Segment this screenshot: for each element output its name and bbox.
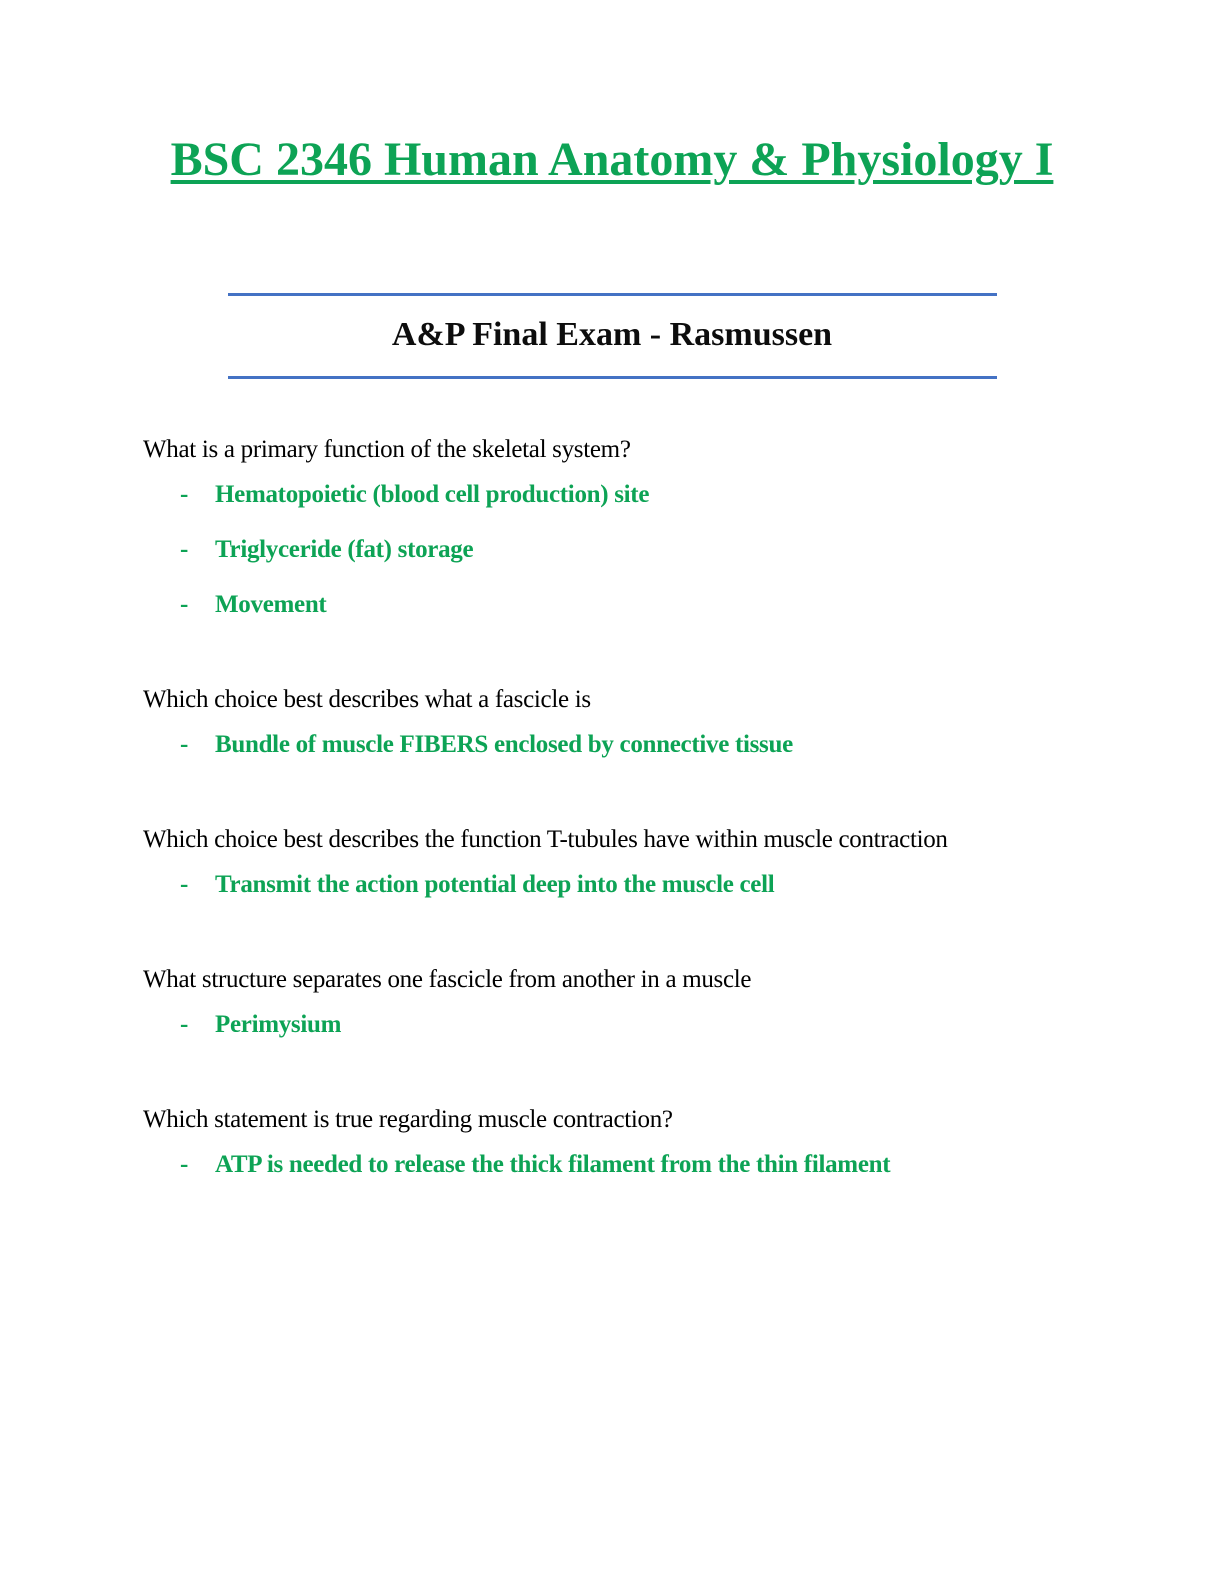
question-text: Which choice best describes the function… [143, 825, 948, 853]
question-block: What is a primary function of the skelet… [143, 434, 1144, 620]
answer-text: Bundle of muscle FIBERS enclosed by conn… [215, 730, 793, 758]
question-block: Which statement is true regarding muscle… [143, 1104, 1144, 1180]
answer-item: - Perimysium [143, 1009, 1144, 1040]
question-list: What is a primary function of the skelet… [143, 434, 1144, 1180]
answer-item: - Movement [143, 589, 1144, 620]
question-block: Which choice best describes the function… [143, 824, 1144, 900]
answer-text: Transmit the action potential deep into … [215, 870, 775, 898]
subtitle-divider-block: A&P Final Exam - Rasmussen [227, 293, 997, 379]
bullet-dash: - [180, 480, 189, 508]
bullet-dash: - [180, 535, 189, 563]
answer-item: - Transmit the action potential deep int… [143, 869, 1144, 900]
bullet-dash: - [180, 730, 189, 758]
answer-text: Hematopoietic (blood cell production) si… [215, 480, 650, 508]
answer-text: Triglyceride (fat) storage [215, 535, 474, 563]
question-text: What is a primary function of the skelet… [143, 435, 631, 463]
bullet-dash: - [180, 1150, 189, 1178]
answer-item: - ATP is needed to release the thick fil… [143, 1149, 1144, 1180]
document-subtitle: A&P Final Exam - Rasmussen [391, 316, 833, 354]
document-title: BSC 2346 Human Anatomy & Physiology I [170, 133, 1054, 186]
bullet-dash: - [180, 870, 189, 898]
answer-item: - Triglyceride (fat) storage [143, 534, 1144, 565]
bullet-dash: - [180, 1010, 189, 1038]
question-text: What structure separates one fascicle fr… [143, 965, 752, 993]
question-text: Which statement is true regarding muscle… [143, 1105, 673, 1133]
answer-text: ATP is needed to release the thick filam… [215, 1150, 891, 1178]
answer-text: Perimysium [215, 1010, 342, 1038]
question-block: Which choice best describes what a fasci… [143, 684, 1144, 760]
answer-item: - Hematopoietic (blood cell production) … [143, 479, 1144, 510]
question-text: Which choice best describes what a fasci… [143, 685, 591, 713]
bullet-dash: - [180, 590, 189, 618]
question-block: What structure separates one fascicle fr… [143, 964, 1144, 1040]
answer-text: Movement [215, 590, 327, 618]
answer-item: - Bundle of muscle FIBERS enclosed by co… [143, 729, 1144, 760]
